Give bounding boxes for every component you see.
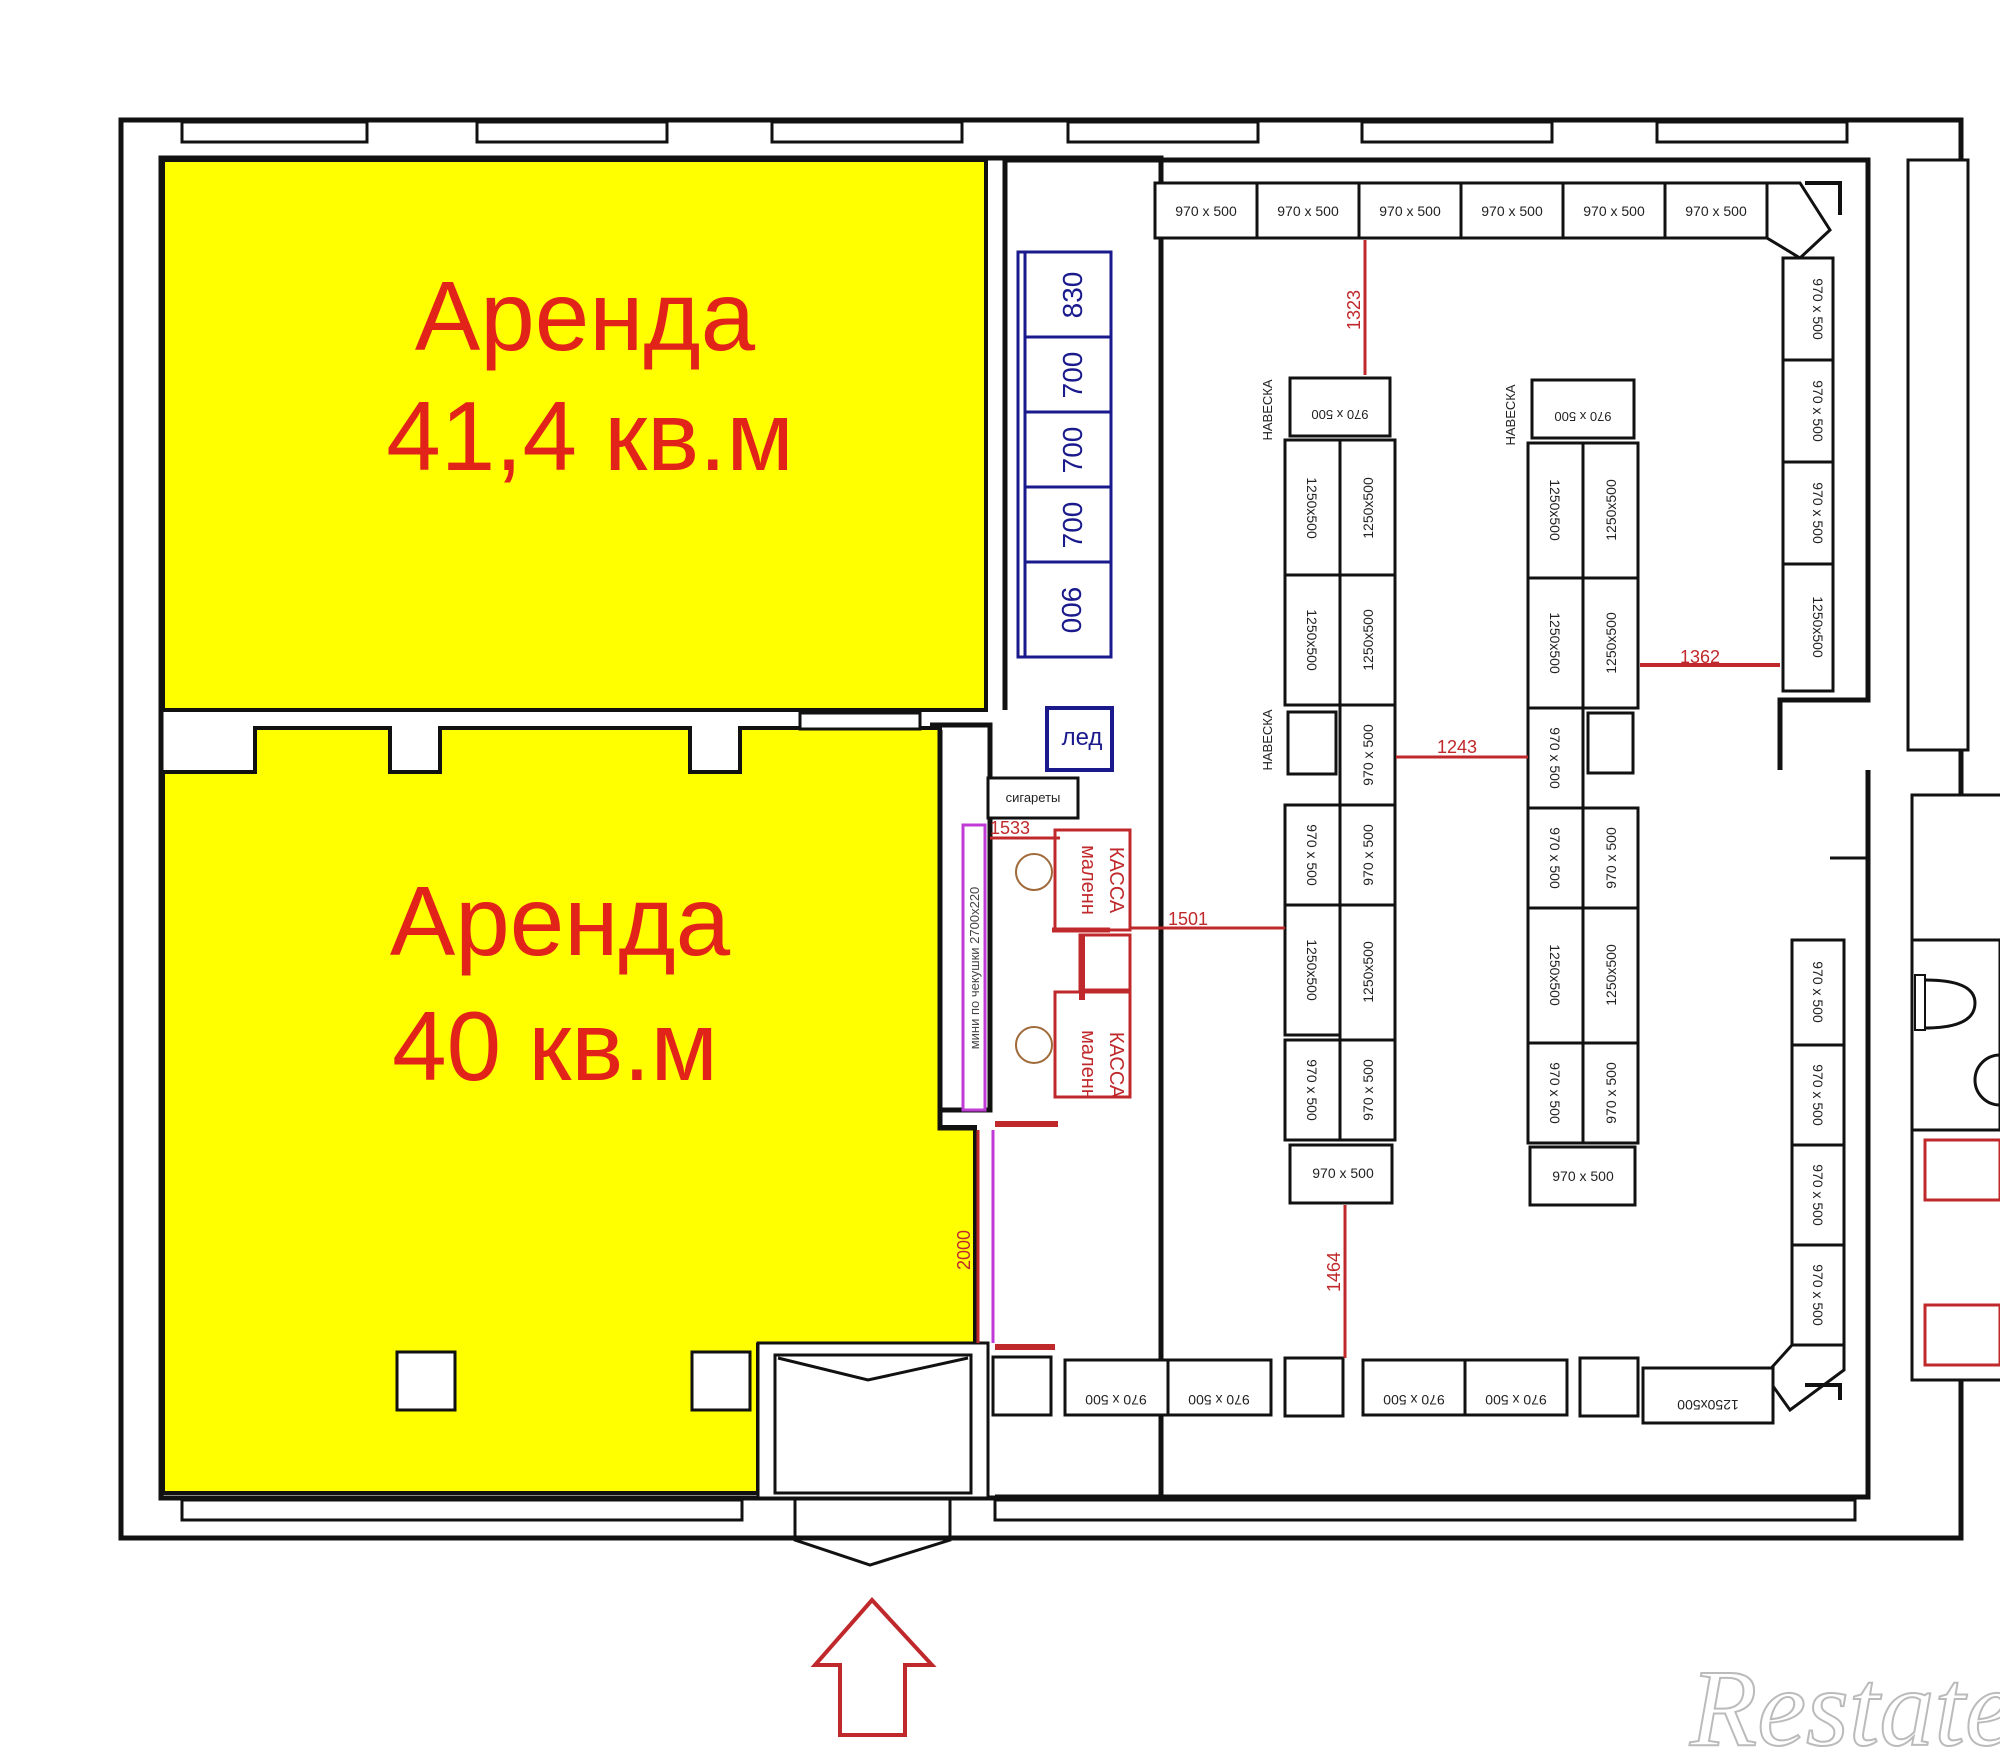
island2-right-3: 970 x 500 xyxy=(1603,827,1619,889)
top-shelf-2: 970 x 500 xyxy=(1277,203,1339,219)
fridge-1: 830 xyxy=(1057,272,1088,319)
island1-right-6: 970 x 500 xyxy=(1360,1059,1376,1121)
island1-hang-1: НАВЕСКА xyxy=(1260,379,1275,440)
island1-right-4: 970 x 500 xyxy=(1360,824,1376,886)
fridge-4: 700 xyxy=(1057,502,1088,549)
kassa-2-label: КАССА xyxy=(1105,1032,1127,1099)
bottom-shelves xyxy=(1063,1356,1775,1425)
bottom-shelf-2: 970 x 500 xyxy=(1188,1392,1250,1408)
right-bottom-shelf-2: 970 x 500 xyxy=(1810,1064,1826,1126)
island1-right-1: 1250x500 xyxy=(1360,477,1376,539)
ice-label: лед xyxy=(1062,724,1103,751)
bottom-shelf-1: 970 x 500 xyxy=(1085,1392,1147,1408)
dim-1464: 1464 xyxy=(1324,1252,1344,1292)
island2-right-4: 1250x500 xyxy=(1603,944,1619,1006)
island2-left-4: 970 x 500 xyxy=(1547,827,1563,889)
rental-1-line2: 41,4 кв.м xyxy=(386,381,794,491)
kassa-1-label: КАССА xyxy=(1105,847,1127,914)
right-top-shelf-1: 970 x 500 xyxy=(1810,278,1826,340)
island1-right-2: 1250x500 xyxy=(1360,609,1376,671)
top-shelf-4: 970 x 500 xyxy=(1481,203,1543,219)
right-top-shelf-4: 1250x500 xyxy=(1810,596,1826,658)
dim-1243: 1243 xyxy=(1437,737,1477,757)
right-bottom-shelf-3: 970 x 500 xyxy=(1810,1164,1826,1226)
bottom-shelf-5: 1250x500 xyxy=(1677,1397,1739,1413)
dim-1501: 1501 xyxy=(1168,909,1208,929)
island-2 xyxy=(1526,378,1640,1207)
island1-left-5: 970 x 500 xyxy=(1304,1059,1320,1121)
bottom-shelf-3: 970 x 500 xyxy=(1383,1392,1445,1408)
cashier-2-icon xyxy=(1015,1026,1053,1064)
island1-hang-2: НАВЕСКА xyxy=(1260,709,1275,770)
dim-1323: 1323 xyxy=(1344,290,1364,330)
right-bottom-shelf-4: 970 x 500 xyxy=(1810,1264,1826,1326)
island1-left-2: 1250x500 xyxy=(1304,609,1320,671)
island1-right-3: 970 x 500 xyxy=(1360,724,1376,786)
island2-left-2: 1250x500 xyxy=(1547,612,1563,674)
island2-left-5: 1250x500 xyxy=(1547,944,1563,1006)
island1-right-5: 1250x500 xyxy=(1360,941,1376,1003)
pink-shelf xyxy=(961,823,987,1112)
island2-left-3: 970 x 500 xyxy=(1547,727,1563,789)
right-bottom-shelves xyxy=(1763,938,1846,1413)
rental-2-line2: 40 кв.м xyxy=(392,991,718,1101)
bottom-shelf-4: 970 x 500 xyxy=(1485,1392,1547,1408)
top-shelves xyxy=(1153,181,1842,260)
kassa-2-sub: маленн xyxy=(1077,1030,1099,1100)
ice-box xyxy=(1045,706,1114,772)
island1-left-4: 1250x500 xyxy=(1304,939,1320,1001)
fridge-5: 900 xyxy=(1056,587,1087,634)
island2-hang-1: НАВЕСКА xyxy=(1503,384,1518,445)
top-shelf-3: 970 x 500 xyxy=(1379,203,1441,219)
watermark: Restate xyxy=(1689,1647,2000,1755)
island-1 xyxy=(1283,376,1397,1205)
fridge-3: 700 xyxy=(1057,427,1088,474)
rental-area-1 xyxy=(161,158,988,712)
cashier-1-icon xyxy=(1015,853,1053,891)
island2-right-2: 1250x500 xyxy=(1603,612,1619,674)
island1-cap-top: 970 x 500 xyxy=(1311,407,1368,422)
right-top-shelf-3: 970 x 500 xyxy=(1810,482,1826,544)
pink-shelf-label: мини по чекушки 2700х220 xyxy=(967,887,982,1050)
island2-left-6: 970 x 500 xyxy=(1547,1062,1563,1124)
island2-left-1: 1250x500 xyxy=(1547,479,1563,541)
rental-2-line1: Аренда xyxy=(390,866,731,976)
top-shelf-1: 970 x 500 xyxy=(1175,203,1237,219)
island1-left-1: 1250x500 xyxy=(1304,477,1320,539)
kassa-1-sub: маленн xyxy=(1077,845,1099,915)
rental-1-line1: Аренда xyxy=(415,261,756,371)
dim-1362: 1362 xyxy=(1680,647,1720,667)
blue-fridges xyxy=(1016,250,1113,659)
island2-right-5: 970 x 500 xyxy=(1603,1062,1619,1124)
entrance-arrow-icon xyxy=(810,1597,937,1737)
island2-cap-top: 970 x 500 xyxy=(1554,409,1611,424)
island1-cap-bottom: 970 x 500 xyxy=(1312,1165,1374,1181)
top-shelf-5: 970 x 500 xyxy=(1583,203,1645,219)
island2-right-1: 1250x500 xyxy=(1603,479,1619,541)
top-windows xyxy=(180,120,1857,1522)
dimension-lines xyxy=(990,240,1780,1358)
cigarettes-label: сигареты xyxy=(1006,790,1061,805)
entrance xyxy=(756,1341,1053,1567)
island2-cap-bottom: 970 x 500 xyxy=(1552,1168,1614,1184)
cash-desks xyxy=(1015,828,1132,1099)
dim-1533: 1533 xyxy=(990,818,1030,838)
dim-2000: 2000 xyxy=(954,1230,974,1270)
right-bottom-shelf-1: 970 x 500 xyxy=(1810,961,1826,1023)
fridge-2: 700 xyxy=(1057,352,1088,399)
toilet-icon xyxy=(1910,938,2000,1132)
right-top-shelves xyxy=(1781,256,1835,693)
top-shelf-6: 970 x 500 xyxy=(1685,203,1747,219)
island1-left-3: 970 x 500 xyxy=(1304,824,1320,886)
cigarettes-box xyxy=(986,776,1080,820)
right-top-shelf-2: 970 x 500 xyxy=(1810,380,1826,442)
